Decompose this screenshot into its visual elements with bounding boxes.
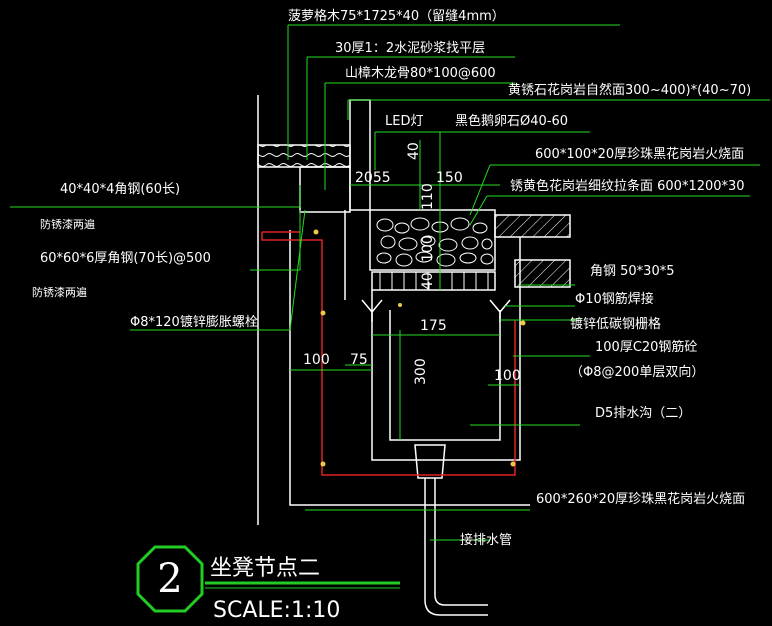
- pebble-tray: [369, 209, 496, 271]
- dim-150: 150: [436, 170, 463, 186]
- label-antirust-2: 防锈漆两遍: [32, 285, 87, 299]
- label-led: LED灯: [385, 114, 423, 129]
- bottom-granite-left: [289, 230, 530, 506]
- label-pearl-black-top: 600*100*20厚珍珠黑花岗岩火烧面: [535, 146, 744, 162]
- dim-2055: 2055: [355, 170, 391, 186]
- label-cement-mortar: 30厚1：2水泥砂浆找平层: [335, 41, 485, 56]
- dim-40: 40: [406, 142, 422, 160]
- label-rebar-weld: Φ10钢筋焊接: [575, 291, 654, 307]
- granite-hatch-top: [495, 215, 570, 237]
- dim-100-left: 100: [303, 352, 330, 368]
- dim-100-right: 100: [494, 368, 521, 384]
- label-camphor-keel: 山樟木龙骨80*100@600: [345, 66, 496, 81]
- label-drain: D5排水沟（二）: [595, 406, 691, 421]
- drain-pipe: [424, 478, 488, 616]
- label-bolt: Φ8*120镀锌膨胀螺栓: [130, 314, 258, 330]
- wood-grain: [258, 145, 350, 167]
- title-badge: 2: [136, 545, 204, 613]
- label-black-pebble: 黑色鹅卵石Ø40-60: [455, 113, 568, 129]
- dim-40-vertical: 40: [420, 272, 436, 290]
- dim-100-vertical: 100: [420, 235, 436, 262]
- label-angle-40: 40*40*4角钢(60长): [60, 182, 180, 197]
- dim-110: 110: [420, 183, 436, 210]
- dim-300: 300: [413, 358, 429, 385]
- granite-hatch-mid: [515, 260, 570, 287]
- rebar-dots: [313, 229, 526, 467]
- grating-bar: [371, 271, 496, 291]
- drain-channel-inner: [389, 310, 501, 441]
- label-rebar-mesh: （Φ8@200单层双向）: [570, 364, 704, 380]
- granite-post: [349, 99, 371, 211]
- drain-channel-outer: [371, 290, 521, 461]
- label-angle-50: 角钢 50*30*5: [590, 264, 675, 279]
- dim-75: 75: [350, 352, 368, 368]
- label-concrete-c20: 100厚C20钢筋砼: [595, 339, 697, 355]
- dimension-lines: [290, 140, 520, 440]
- dim-175: 175: [420, 318, 447, 334]
- label-rusty-yellow: 锈黄色花岗岩细纹拉条面 600*1200*30: [510, 178, 745, 194]
- label-pearl-black-bottom: 600*260*20厚珍珠黑花岗岩火烧面: [536, 491, 745, 507]
- label-grating: 镀锌低碳钢栅格: [570, 316, 661, 332]
- detail-title: 坐凳节点二: [210, 556, 320, 581]
- label-drain-pipe: 接排水管: [460, 532, 512, 548]
- label-angle-60: 60*60*6厚角钢(70长)@500: [40, 251, 211, 266]
- leader-lines: [10, 24, 770, 541]
- label-antirust-1: 防锈漆两遍: [40, 217, 95, 231]
- drain-funnel: [414, 444, 446, 479]
- badge-number: 2: [157, 556, 182, 602]
- concrete-outline: [261, 231, 516, 476]
- scale-label: SCALE:1:10: [213, 598, 340, 623]
- label-pineapple-wood: 菠萝格木75*1725*40（留缝4mm）: [288, 8, 505, 24]
- label-rust-granite: 黄锈石花岗岩自然面300~400)*(40~70): [508, 82, 751, 98]
